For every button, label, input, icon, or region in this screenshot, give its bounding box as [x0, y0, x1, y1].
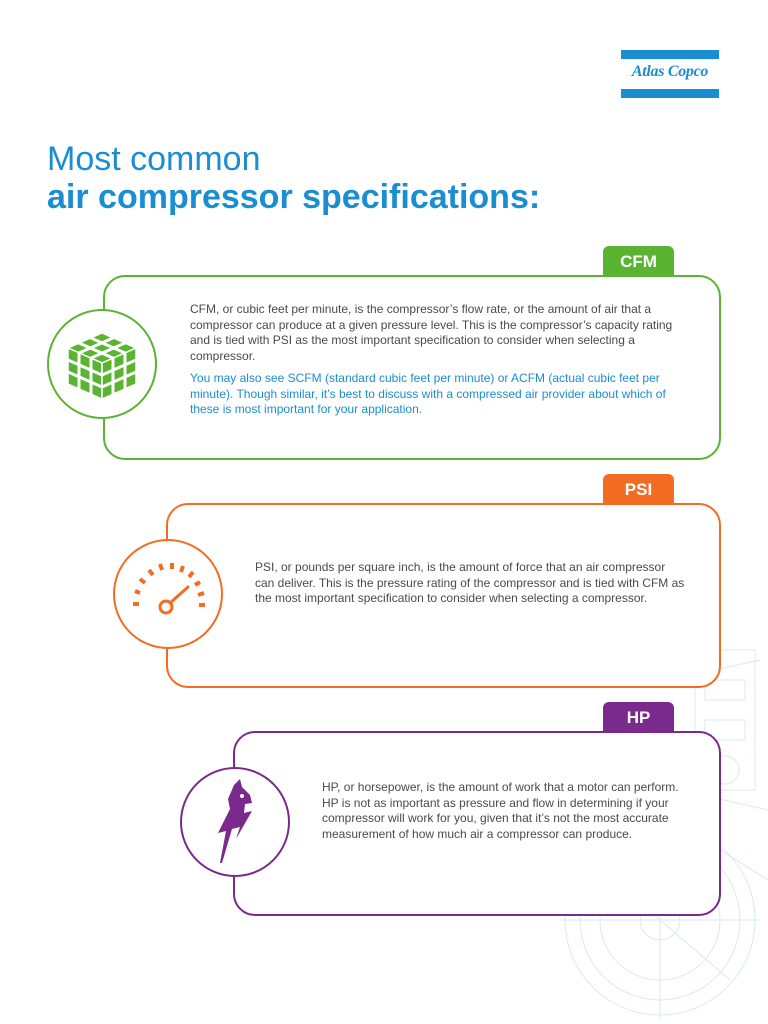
page-title-line1: Most common — [47, 140, 261, 178]
horse-lightning-icon — [218, 779, 252, 863]
logo-top-bar — [621, 50, 719, 59]
hp-icon-circle — [180, 767, 290, 877]
logo-bottom-bar — [621, 89, 719, 98]
psi-card — [166, 503, 721, 688]
pressure-gauge-icon — [133, 563, 205, 615]
logo-text: Atlas Copco — [631, 63, 709, 80]
psi-tag: PSI — [603, 474, 674, 504]
psi-icon-circle — [113, 539, 223, 649]
psi-description: PSI, or pounds per square inch, is the a… — [255, 560, 685, 605]
cfm-icon-circle — [47, 309, 157, 419]
cfm-tag: CFM — [603, 246, 674, 276]
page-title-line2: air compressor specifications: — [47, 178, 541, 216]
cube-grid-icon — [66, 332, 138, 401]
cfm-note: You may also see SCFM (standard cubic fe… — [190, 371, 666, 416]
hp-description: HP, or horsepower, is the amount of work… — [322, 780, 679, 841]
cfm-description: CFM, or cubic feet per minute, is the co… — [190, 302, 673, 363]
atlas-copco-logo: Atlas Copco — [621, 50, 719, 98]
hp-tag: HP — [603, 702, 674, 732]
cfm-card — [103, 275, 721, 460]
hp-card — [233, 731, 721, 916]
